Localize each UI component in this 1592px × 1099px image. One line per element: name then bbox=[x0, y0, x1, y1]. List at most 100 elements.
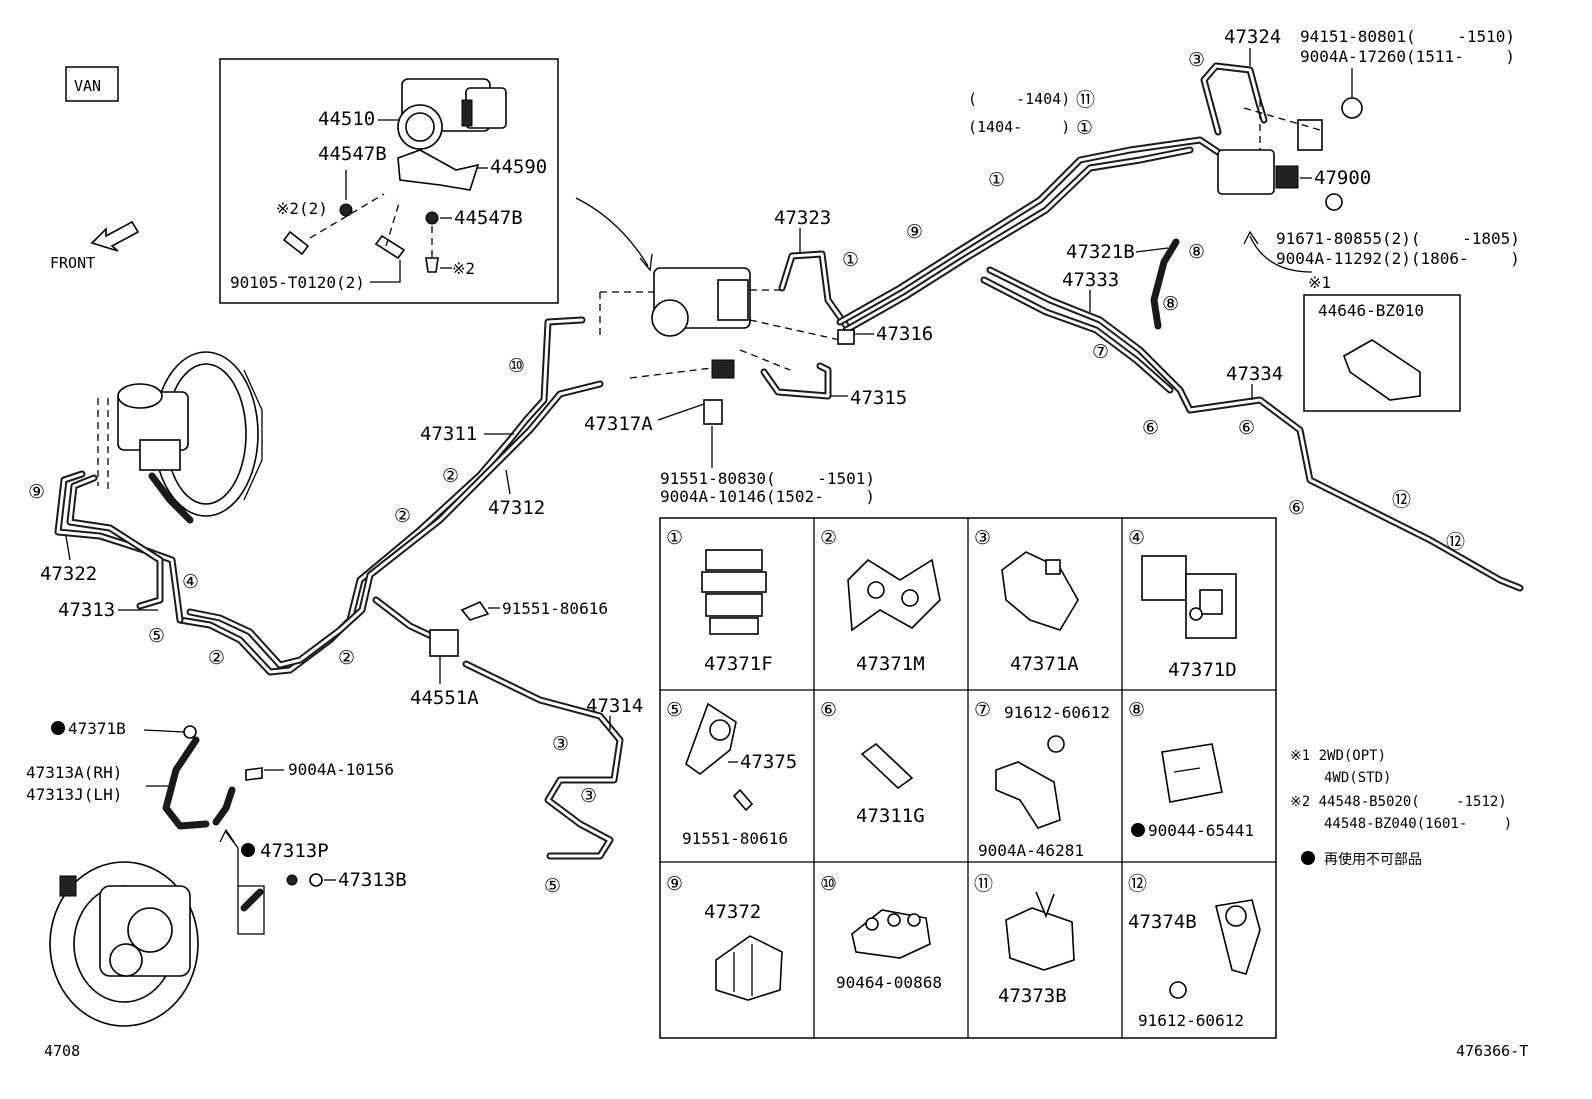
callout-3-a: ③ bbox=[1188, 49, 1205, 71]
label-91551-80616: 91551-80616 bbox=[502, 599, 608, 618]
clip-90464-00868-icon bbox=[851, 909, 931, 959]
label-note2-2: ※2(2) bbox=[276, 199, 328, 218]
label-47316: 47316 bbox=[876, 323, 933, 345]
label-91671: 91671-80855(2)( -1805) bbox=[1276, 229, 1520, 248]
pipe-booster bbox=[148, 472, 194, 524]
cell-8-label: 90044-65441 bbox=[1148, 821, 1254, 840]
pipe-rear-second bbox=[842, 146, 1194, 334]
cell-7-label-b: 9004A-46281 bbox=[978, 841, 1084, 860]
callout-2-a: ② bbox=[442, 465, 459, 487]
cell-5-number: ⑤ bbox=[666, 699, 683, 721]
callout-8-b: ⑧ bbox=[1162, 293, 1179, 315]
label-90105: 90105-T0120(2) bbox=[230, 273, 365, 292]
label-47314: 47314 bbox=[586, 695, 643, 717]
bracket-44646-icon bbox=[1343, 339, 1421, 401]
callout-1-d: ① bbox=[842, 249, 859, 271]
bracket-44551a-icon bbox=[429, 629, 459, 657]
label-91551-80830: 91551-80830( -1501) bbox=[660, 469, 875, 488]
cell-9-label: 47372 bbox=[704, 901, 761, 923]
pipe-47315 bbox=[760, 362, 832, 400]
cell-2-label: 47371M bbox=[856, 653, 925, 675]
label-note2: ※2 bbox=[452, 259, 475, 278]
bolt-91551-80830-icon bbox=[703, 399, 723, 425]
clip-90044-65441-icon bbox=[1161, 743, 1223, 803]
callout-6-b: ⑥ bbox=[1238, 417, 1255, 439]
abs-unit-main-icon bbox=[651, 267, 751, 379]
non-reusable-legend-marker bbox=[1301, 851, 1315, 865]
bracket-44590-icon bbox=[397, 149, 480, 191]
label-47313p: 47313P bbox=[260, 840, 329, 862]
callout-3-c: ③ bbox=[580, 785, 597, 807]
cell-5-label-a: 47375 bbox=[740, 751, 797, 773]
callout-2-b: ② bbox=[394, 505, 411, 527]
callout-1-c: ① bbox=[988, 169, 1005, 191]
bolt-91551-80616-cell-icon bbox=[732, 788, 754, 812]
hose-47321b bbox=[1150, 238, 1180, 330]
abs-detail-box: 44510 44590 44547B 44547B ※2 ※2(2) 90105… bbox=[219, 58, 559, 304]
non-reusable-marker-47371b bbox=[51, 721, 65, 735]
figure-number: 4708 bbox=[44, 1042, 80, 1060]
cell-4-label: 47371D bbox=[1168, 659, 1237, 681]
label-9004a-10146: 9004A-10146(1502- ) bbox=[660, 487, 875, 506]
clip-47371a-icon bbox=[1001, 551, 1079, 631]
front-label: FRONT bbox=[50, 254, 95, 272]
legend-1a: ※1 2WD(OPT) bbox=[1290, 748, 1386, 764]
label-note1: ※1 bbox=[1308, 273, 1331, 292]
brake-pipes bbox=[54, 62, 1524, 860]
bracket-9004a-46281-icon bbox=[995, 761, 1061, 829]
clip-47375-icon bbox=[685, 702, 737, 776]
bolt-9004a-10156-icon bbox=[245, 767, 263, 781]
cell-5-label-b: 91551-80616 bbox=[682, 829, 788, 848]
callout-12-b: ⑫ bbox=[1446, 531, 1465, 553]
label-47324: 47324 bbox=[1224, 26, 1281, 48]
hose-arrow bbox=[225, 831, 239, 886]
cell-8-number: ⑧ bbox=[1128, 699, 1145, 721]
cell-12-label-b: 91612-60612 bbox=[1138, 1011, 1244, 1030]
label-47333: 47333 bbox=[1062, 269, 1119, 291]
bracket-44646-box bbox=[1303, 294, 1461, 412]
callout-5-b: ⑤ bbox=[544, 875, 561, 897]
label-47900: 47900 bbox=[1314, 167, 1371, 189]
label-44547b-upper: 44547B bbox=[318, 143, 387, 165]
label-47321b: 47321B bbox=[1066, 241, 1135, 263]
van-badge: VAN bbox=[65, 66, 119, 102]
hose-end-detail bbox=[240, 888, 264, 912]
label-47371b: 47371B bbox=[68, 719, 126, 738]
nut-94151-icon bbox=[1341, 97, 1363, 119]
cell-4-number: ④ bbox=[1128, 527, 1145, 549]
label-47334: 47334 bbox=[1226, 363, 1283, 385]
bolt-91612-cell7-icon bbox=[1047, 735, 1065, 753]
cell-11-number: ⑪ bbox=[974, 873, 993, 895]
callout-7-a: ⑦ bbox=[1092, 341, 1109, 363]
cell-6-number: ⑥ bbox=[820, 699, 837, 721]
label-47317a: 47317A bbox=[584, 413, 653, 435]
bolt-91551-80616-icon bbox=[460, 600, 490, 621]
callout-4-a: ④ bbox=[182, 571, 199, 593]
pipe-47333-second bbox=[980, 276, 1174, 394]
gasket-47313p-icon bbox=[286, 874, 298, 886]
pipe-47314 bbox=[462, 660, 624, 860]
label-94151: 94151-80801( -1510) bbox=[1300, 27, 1515, 46]
grommet-44547b-upper-icon bbox=[339, 203, 353, 217]
bolt-note2-icon bbox=[425, 257, 439, 273]
callout-6-a: ⑥ bbox=[1142, 417, 1159, 439]
cell-2-number: ② bbox=[820, 527, 837, 549]
clip-47371b-icon bbox=[183, 725, 197, 739]
callout-6-c: ⑥ bbox=[1288, 497, 1305, 519]
callout-8-a: ⑧ bbox=[1188, 241, 1205, 263]
cell-9-number: ⑨ bbox=[666, 873, 683, 895]
label-47313a: 47313A(RH) bbox=[26, 763, 122, 782]
label-44510: 44510 bbox=[318, 108, 375, 130]
abs-actuator-icon bbox=[397, 78, 507, 150]
label-47311: 47311 bbox=[420, 423, 477, 445]
label-47315: 47315 bbox=[850, 387, 907, 409]
clip-47374b-icon bbox=[1215, 899, 1261, 975]
callout-12-a: ⑫ bbox=[1392, 489, 1411, 511]
bolt-91671-icon bbox=[1325, 193, 1343, 211]
label-47313j: 47313J(LH) bbox=[26, 785, 122, 804]
label-9004a-10156: 9004A-10156 bbox=[288, 760, 394, 779]
clip-47371f-icon bbox=[701, 549, 767, 635]
callout-2-c: ② bbox=[338, 647, 355, 669]
hose-47313a bbox=[162, 736, 210, 830]
diagram-id: 476366-T bbox=[1456, 1042, 1528, 1060]
